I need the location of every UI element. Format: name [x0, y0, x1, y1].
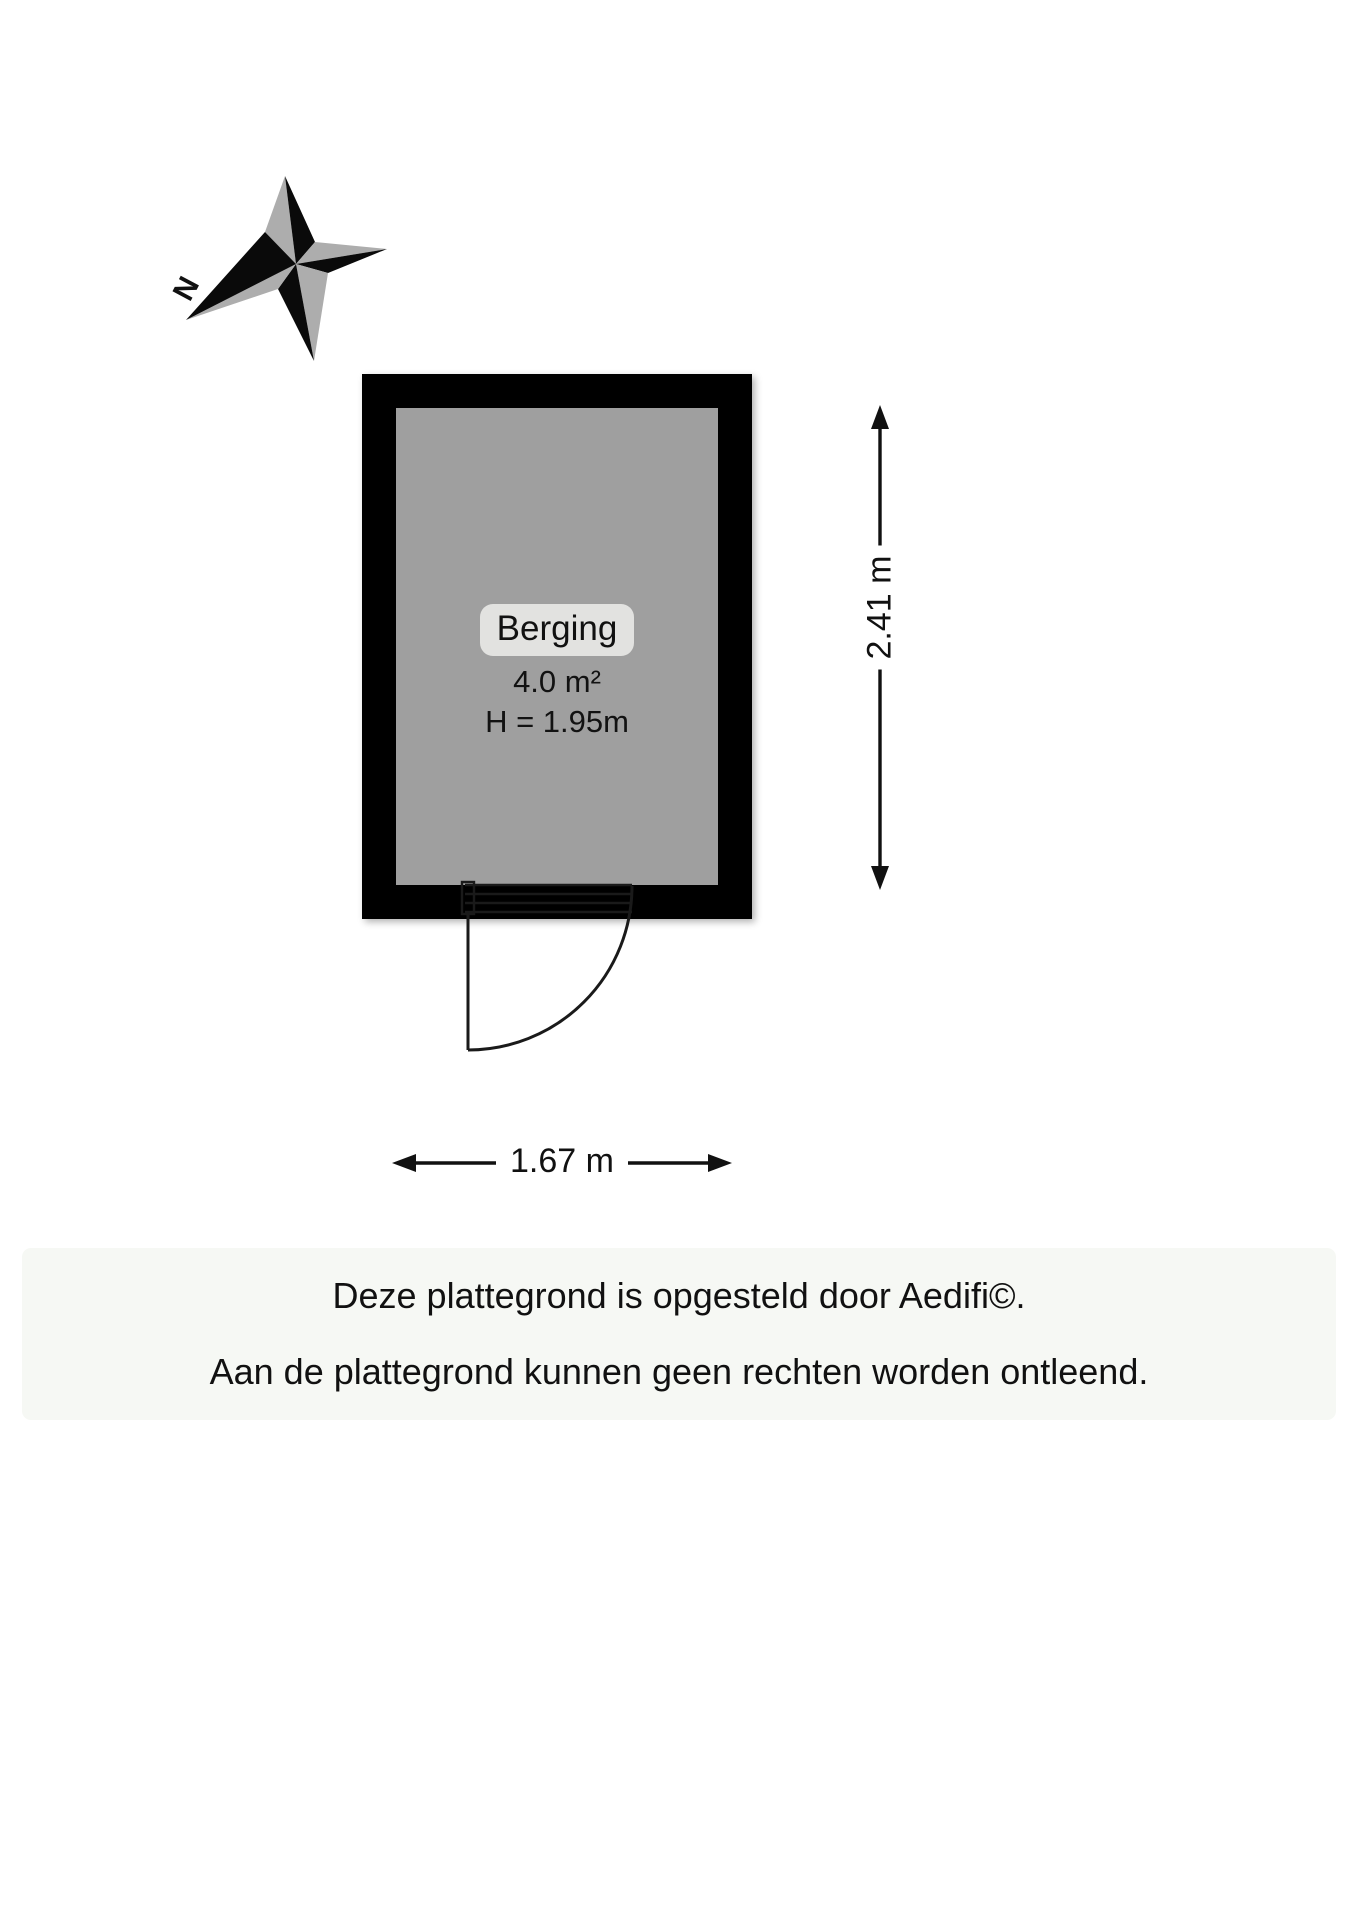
compass-rose: N	[167, 172, 388, 362]
room-area-label: 4.0 m²	[513, 664, 601, 699]
room-label-group: Berging 4.0 m² H = 1.95m	[396, 604, 718, 741]
room-height-label: H = 1.95m	[485, 704, 629, 739]
footer-disclaimer-panel: Deze plattegrond is opgesteld door Aedif…	[22, 1248, 1336, 1420]
dimension-horizontal-label: 1.67 m	[392, 1142, 732, 1181]
compass-star-icon	[186, 176, 387, 361]
footer-credit-line: Deze plattegrond is opgesteld door Aedif…	[332, 1275, 1026, 1316]
swing-door-icon	[460, 880, 634, 1052]
door-threshold-lines	[465, 883, 632, 914]
dimension-vertical: 2.41 m	[840, 405, 920, 890]
door-swing-arc	[467, 885, 634, 1052]
floor-plan-room-group: Berging 4.0 m² H = 1.95m	[362, 374, 752, 919]
dimension-vertical-label: 2.41 m	[857, 545, 903, 670]
dimension-horizontal: 1.67 m	[392, 1135, 732, 1191]
dimension-horizontal-value: 1.67 m	[496, 1142, 628, 1180]
door-group	[460, 880, 662, 1060]
door-jamb	[460, 880, 476, 916]
room-name-label: Berging	[479, 604, 635, 656]
footer-rights-line: Aan de plattegrond kunnen geen rechten w…	[209, 1351, 1149, 1392]
